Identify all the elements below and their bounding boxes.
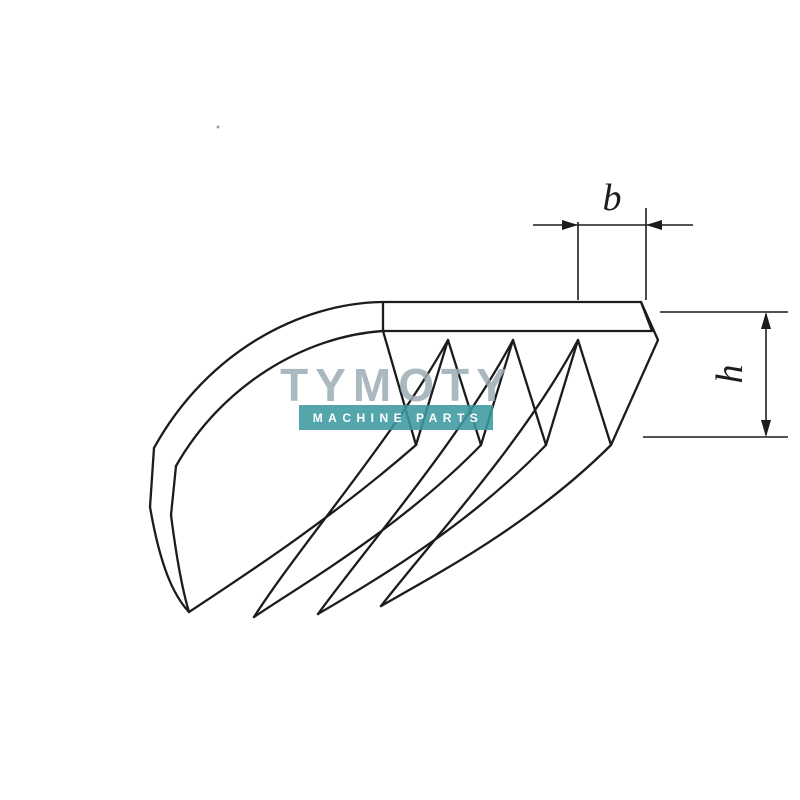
belt-rib-profile	[381, 300, 660, 447]
belt-left-end-inner-edge	[169, 464, 178, 517]
b-arrow-left-icon	[562, 220, 578, 230]
dimension-b: b	[533, 177, 693, 300]
belt-drawing	[148, 300, 660, 619]
speck	[216, 125, 220, 129]
rib3-ridge-curve	[316, 443, 548, 616]
rib1-outer-curve	[148, 505, 191, 614]
rib3-valley-curve	[316, 338, 515, 616]
b-arrow-right-icon	[646, 220, 662, 230]
h-arrow-up-icon	[761, 312, 771, 329]
rib1-inner-curve	[169, 513, 191, 614]
rib2-valley-curve	[252, 338, 450, 619]
belt-top-band	[381, 300, 654, 333]
rib1-ridge-curve	[187, 443, 418, 614]
rib4-ridge-curve	[379, 443, 613, 608]
h-arrow-down-icon	[761, 420, 771, 437]
watermark: TYMOTY MACHINE PARTS	[280, 359, 514, 430]
rib4-valley-curve	[379, 338, 580, 608]
belt-top-inner-curve	[174, 329, 385, 468]
belt-left-end-outer-edge	[148, 446, 156, 509]
h-label: h	[709, 365, 751, 384]
b-label: b	[603, 177, 622, 219]
watermark-badge	[299, 405, 493, 430]
dimension-h: h	[643, 311, 788, 438]
belt-top-outer-curve	[152, 300, 385, 450]
rib2-ridge-curve	[252, 443, 483, 619]
watermark-tagline-text: MACHINE PARTS	[313, 411, 484, 425]
watermark-brand-text: TYMOTY	[280, 359, 514, 411]
